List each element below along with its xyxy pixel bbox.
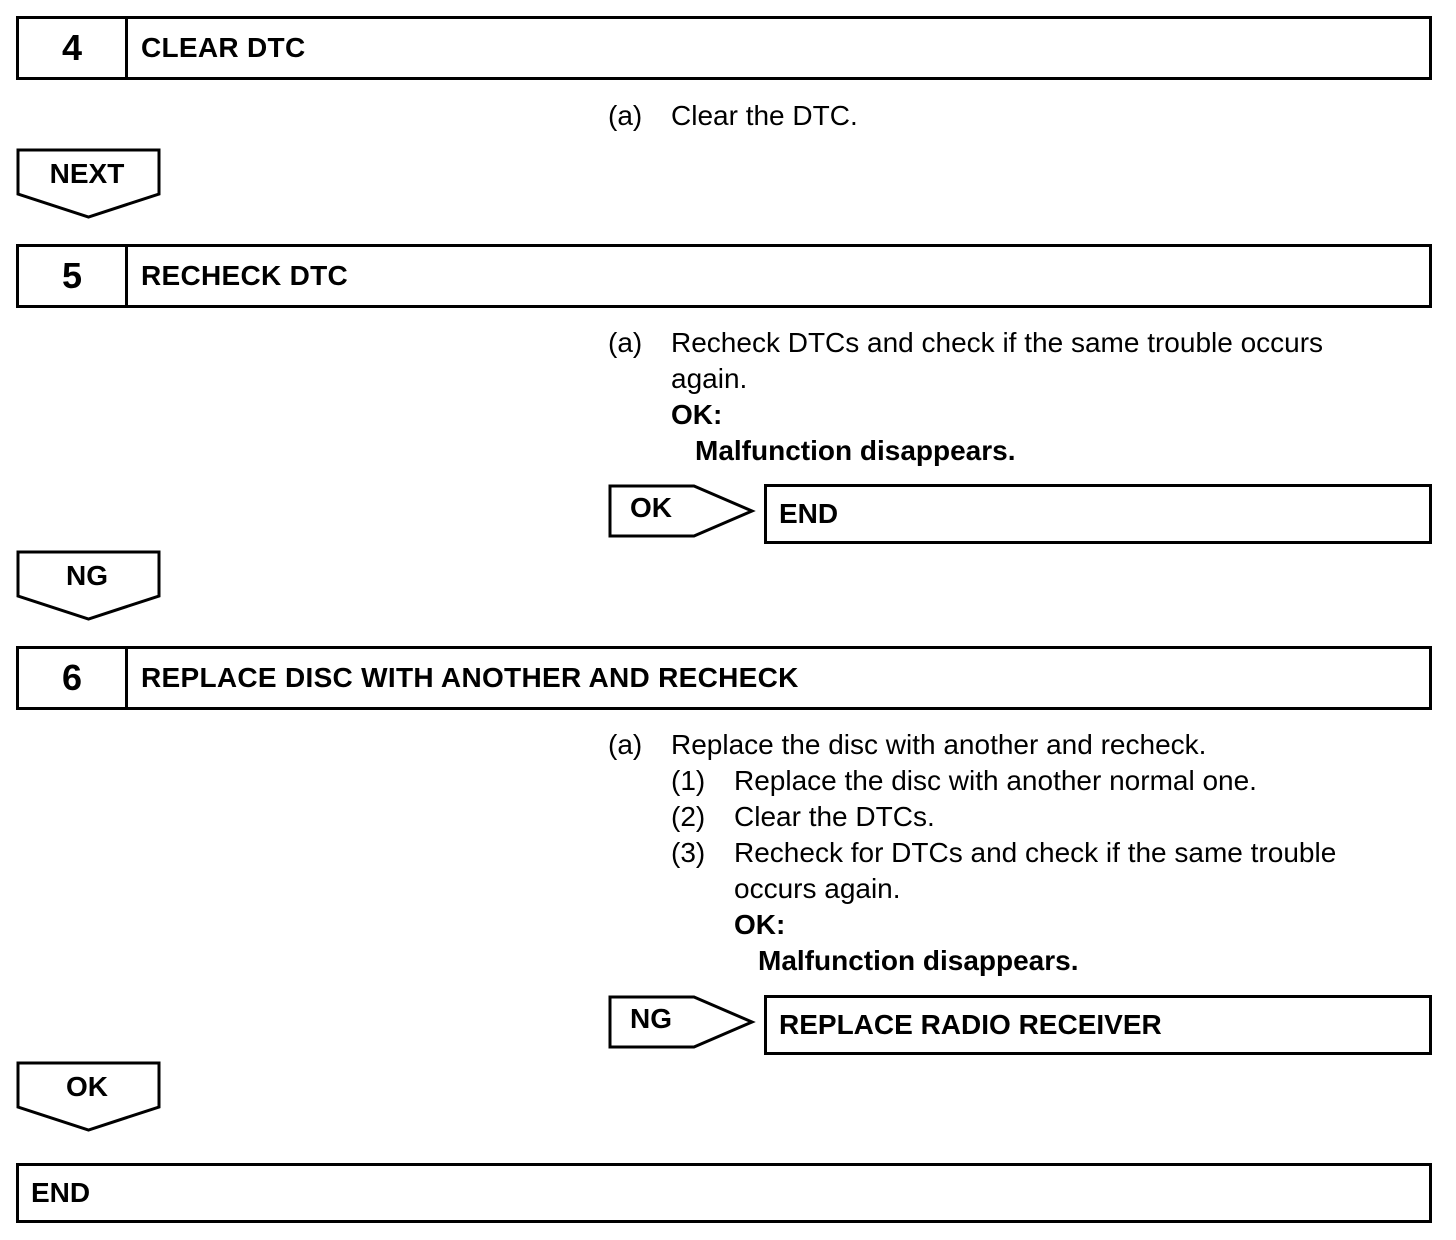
subitem-text: Replace the disc with another normal one… [734,765,1257,796]
ok-branch-label: OK [630,492,672,523]
next-arrow: NEXT [16,148,162,220]
ok-arrow: OK [16,1061,162,1133]
item-marker: (a) [608,327,643,358]
step-title: REPLACE DISC WITH ANOTHER AND RECHECK [141,662,799,693]
subitem-marker: (3) [671,837,706,868]
ng-arrow: NG [16,550,162,622]
subitem-marker: (2) [671,801,706,832]
end-result-box: END [764,484,1432,544]
final-end-box: END [16,1163,1432,1223]
ok-criteria-text: Malfunction disappears. [758,945,1079,976]
step-4-header: 4 CLEAR DTC [16,16,1432,80]
ok-branch-arrow: OK [608,484,756,540]
step-5-header: 5 RECHECK DTC [16,244,1432,308]
subitem-text-continued: occurs again. [734,873,901,904]
step-number: 4 [19,19,128,77]
item-text: Replace the disc with another and rechec… [671,729,1207,760]
item-marker: (a) [608,729,643,760]
ng-branch-arrow: NG [608,995,756,1051]
replace-radio-receiver-box: REPLACE RADIO RECEIVER [764,995,1432,1055]
step-6-header: 6 REPLACE DISC WITH ANOTHER AND RECHECK [16,646,1432,710]
item-text-continued: again. [671,363,748,394]
subitem-text: Recheck for DTCs and check if the same t… [734,837,1337,868]
ok-criteria-label: OK: [734,909,786,940]
ok-arrow-label: OK [66,1071,108,1102]
ng-branch-label: NG [630,1003,672,1034]
ng-arrow-label: NG [66,560,108,591]
item-marker: (a) [608,100,643,131]
subitem-marker: (1) [671,765,706,796]
step-title: RECHECK DTC [141,260,349,291]
item-text: Recheck DTCs and check if the same troub… [671,327,1324,358]
step-number: 6 [19,649,128,707]
step-title: CLEAR DTC [141,32,306,63]
ok-criteria-text: Malfunction disappears. [695,435,1016,466]
ok-criteria-label: OK: [671,399,723,430]
next-arrow-label: NEXT [49,158,125,189]
item-text: Clear the DTC. [671,100,858,131]
subitem-text: Clear the DTCs. [734,801,935,832]
step-number: 5 [19,247,128,305]
